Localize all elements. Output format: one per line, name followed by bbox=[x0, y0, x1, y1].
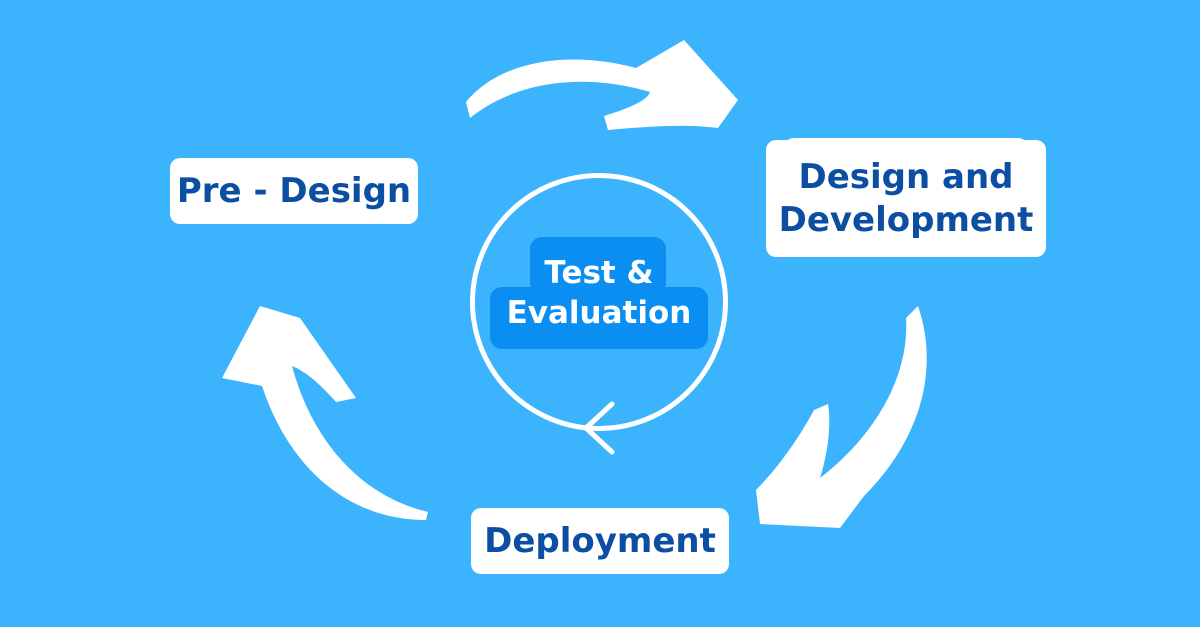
stage-deployment: Deployment bbox=[471, 508, 729, 574]
arrow-deployment-to-pre-design-icon bbox=[222, 306, 428, 520]
center-badge-background bbox=[490, 237, 708, 349]
stage-design-development-tab bbox=[784, 138, 1028, 158]
center-badge-bottom bbox=[490, 287, 708, 349]
center-badge-top bbox=[530, 237, 666, 295]
stage-deployment-label: Deployment bbox=[484, 520, 716, 561]
stage-pre-design: Pre - Design bbox=[170, 158, 418, 224]
stage-pre-design-label: Pre - Design bbox=[176, 170, 412, 211]
arrow-design-dev-to-deployment-icon bbox=[756, 306, 927, 528]
center-label-line2: Evaluation bbox=[506, 295, 692, 331]
stage-design-development-label-line2: Development bbox=[778, 199, 1034, 240]
arrow-pre-design-to-design-dev-icon bbox=[466, 40, 738, 130]
center-stage-label: Test & Evaluation bbox=[490, 237, 708, 349]
stage-design-development-label-line1: Design and bbox=[798, 157, 1014, 197]
cycle-ring-arrow-icon bbox=[470, 173, 728, 431]
center-label-line1: Test & bbox=[544, 254, 654, 291]
stage-design-development: Design and Development bbox=[766, 138, 1046, 257]
